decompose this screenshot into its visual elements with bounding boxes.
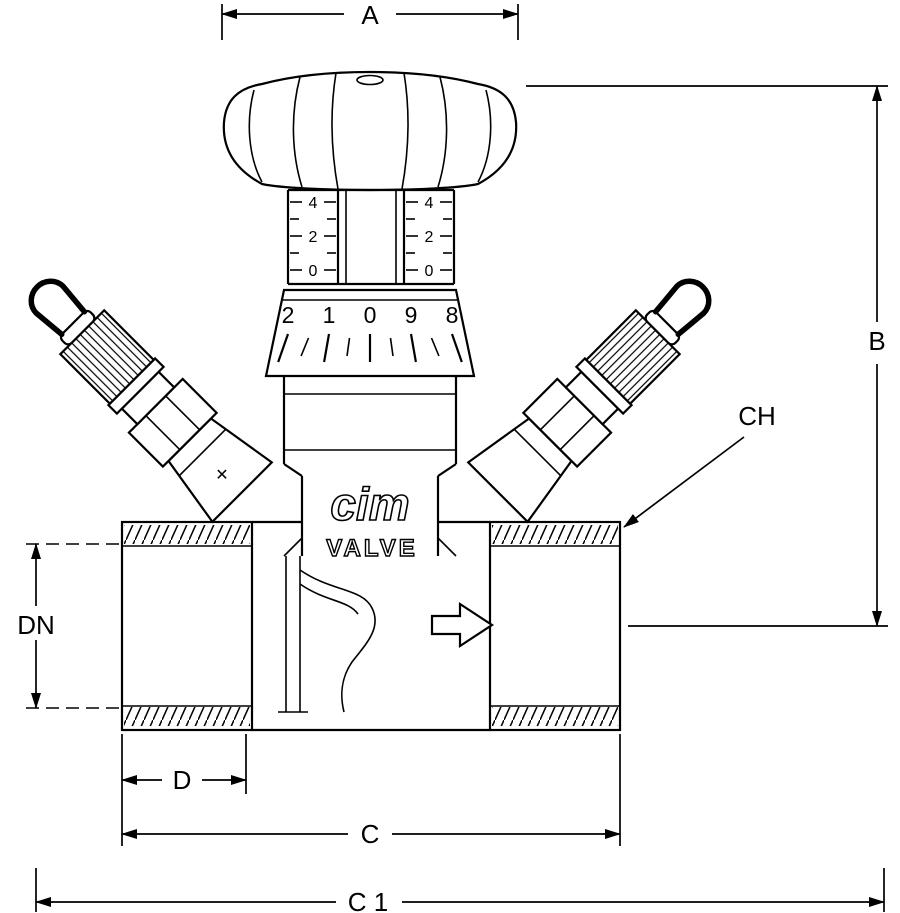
column-flare (283, 537, 303, 557)
dim-c1-label: C 1 (348, 887, 388, 913)
left-test-port (7, 257, 271, 521)
dim-a-label: A (361, 0, 379, 30)
handwheel-lobe (437, 76, 448, 188)
dim-b-label: B (868, 326, 885, 356)
dial-number: 2 (282, 302, 295, 328)
right-hex-end (488, 520, 622, 732)
thread-hatch (124, 525, 250, 544)
valve-body (120, 520, 622, 732)
handwheel-lobe (248, 89, 263, 183)
right-test-port (468, 257, 732, 521)
flow-arrow (430, 601, 495, 649)
handwheel (222, 70, 518, 192)
scale-number: 0 (425, 263, 434, 280)
body-internals (278, 556, 376, 713)
dim-dn-gap (12, 606, 60, 640)
scale-number: 4 (309, 195, 318, 212)
dim-d-gap (162, 764, 202, 794)
scale-ticks-left (290, 201, 336, 271)
dim-c-gap (348, 818, 392, 848)
dim-dn-label: DN (17, 610, 55, 640)
brand-cim: cim (330, 478, 409, 530)
handwheel-lobe (331, 72, 339, 190)
thread-hatch (492, 707, 618, 726)
scale-number: 2 (309, 229, 318, 246)
dim-c-label: C (361, 819, 380, 849)
dim-ch-label: CH (738, 401, 776, 431)
handwheel-lobe (292, 76, 303, 188)
dial-ticks (277, 333, 463, 363)
stem-scale: 4 2 0 4 2 0 (286, 188, 456, 286)
handwheel-outline (222, 70, 518, 192)
scale-number: 4 (425, 195, 434, 212)
dim-c1-gap (336, 886, 402, 913)
handwheel-lobe (401, 72, 409, 190)
neck-flare (437, 463, 457, 477)
dimensions: A B CH DN D C C 1 (12, 0, 896, 913)
dim-ch-leader (623, 436, 745, 528)
thread-hatch (492, 525, 618, 544)
scale-number: 2 (425, 229, 434, 246)
left-hex-end (120, 520, 254, 732)
handwheel-lobe (477, 89, 492, 183)
neck-flare (283, 463, 303, 477)
boss-mark: ✕ (215, 467, 228, 484)
dim-b-gap (858, 322, 896, 364)
setting-dial: 2 1 0 9 8 (264, 288, 476, 378)
dial-number: 8 (446, 302, 459, 328)
dial-number: 9 (405, 302, 418, 328)
scale-number: 0 (309, 263, 318, 280)
valve-neck (282, 376, 458, 557)
column-flare (437, 537, 457, 557)
handwheel-center-hole (356, 74, 384, 86)
dial-number: 0 (364, 302, 377, 328)
scale-ticks-right (406, 201, 452, 271)
dial-number: 1 (323, 302, 336, 328)
dial-cone (264, 288, 476, 378)
dim-a-gap (344, 2, 396, 32)
dim-d-label: D (173, 765, 192, 795)
brand-valve: VALVE (326, 535, 417, 562)
thread-hatch (124, 707, 250, 726)
